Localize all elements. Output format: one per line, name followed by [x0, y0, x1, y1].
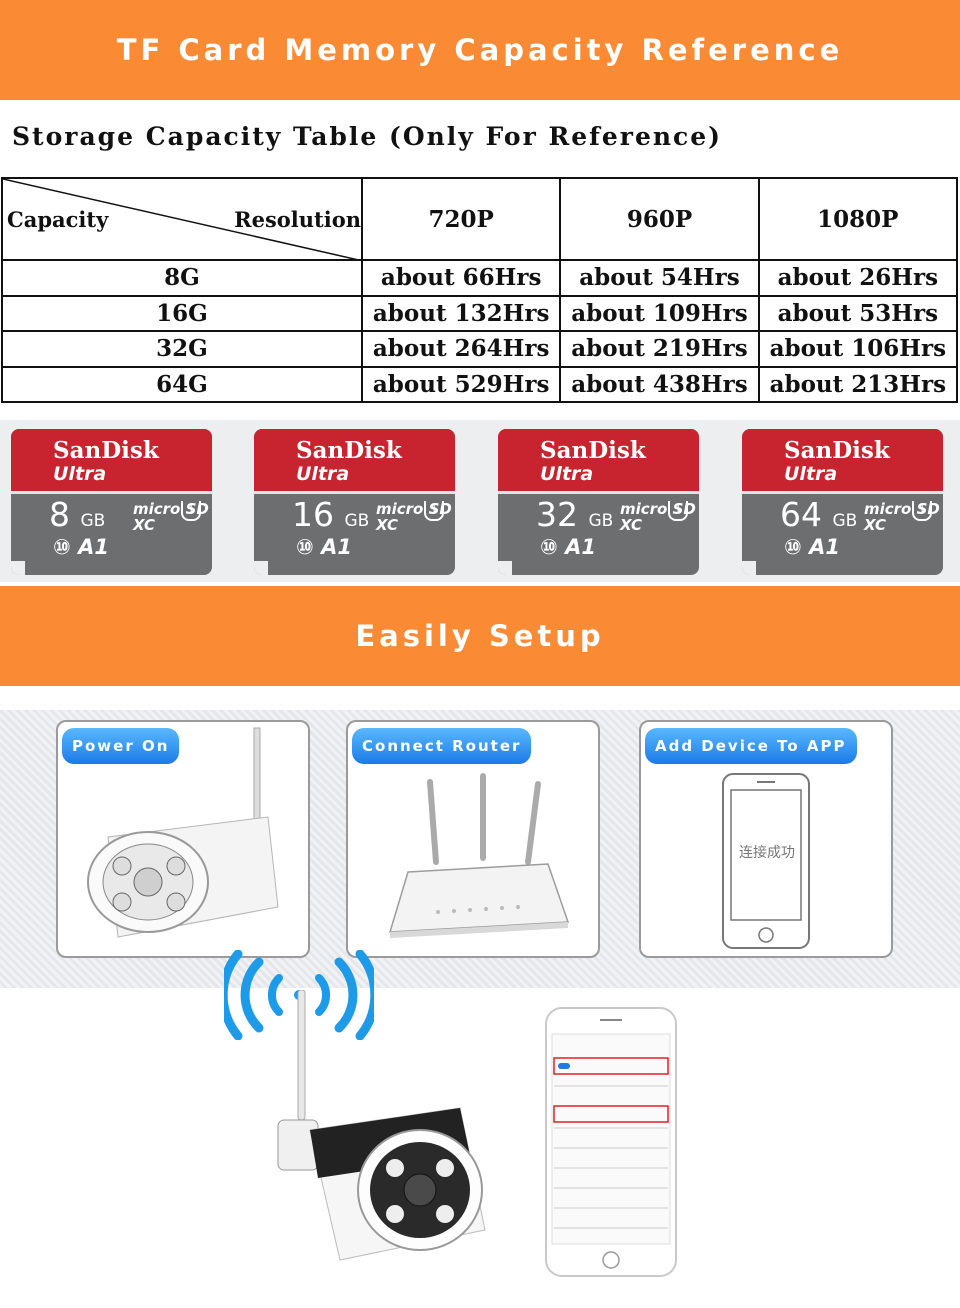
- card-line: Ultra: [53, 463, 107, 485]
- phone-icon: [722, 773, 810, 949]
- table-row: 16G about 132Hrs about 109Hrs about 53Hr…: [1, 294, 959, 332]
- step-label: Connect Router: [352, 728, 532, 764]
- hours-cell: about 66Hrs: [360, 259, 562, 297]
- hours-cell: about 219Hrs: [559, 330, 760, 368]
- capacity-cell: 16G: [1, 294, 363, 332]
- step-label: Add Device To APP: [645, 728, 857, 764]
- diagonal-line: [3, 179, 363, 261]
- card-unit: GB: [80, 511, 106, 531]
- setup-banner: Easily Setup: [0, 586, 960, 686]
- sd-card: SanDisk Ultra 16 GB micro SD XC 1 ⑩ A1: [254, 429, 455, 575]
- capacity-table: Capacity Resolution 720P 960P 1080P 8G a…: [1, 177, 959, 403]
- capacity-cell: 32G: [1, 330, 363, 368]
- card-size: 16: [292, 495, 334, 534]
- uhs-class-icon: 1: [668, 501, 688, 521]
- card-brand: SanDisk: [296, 437, 402, 464]
- hours-cell: about 213Hrs: [757, 365, 959, 403]
- uhs-class-icon: 1: [181, 501, 201, 521]
- card-line: Ultra: [784, 463, 838, 485]
- step-add-device: Add Device To APP 连接成功: [639, 720, 893, 958]
- wifi-signal-icon: [224, 950, 374, 1040]
- card-label-band: [254, 429, 455, 494]
- card-label-band: [11, 429, 212, 494]
- hours-cell: about 54Hrs: [559, 259, 760, 297]
- hours-cell: about 106Hrs: [757, 330, 959, 368]
- card-rating: ⑩ A1: [53, 535, 109, 559]
- card-rating-value: A1: [809, 535, 840, 559]
- card-rating: ⑩ A1: [296, 535, 352, 559]
- uhs-class-icon: 1: [424, 501, 444, 521]
- card-notch: [254, 561, 268, 575]
- card-rating-value: A1: [78, 535, 109, 559]
- column-header: 720P: [360, 177, 562, 261]
- step-power-on: Power On: [56, 720, 310, 958]
- hours-cell: about 26Hrs: [757, 259, 959, 297]
- sd-card: SanDisk Ultra 64 GB micro SD XC 1 ⑩ A1: [742, 429, 943, 575]
- card-brand: SanDisk: [53, 437, 159, 464]
- table-header-row: Capacity Resolution 720P 960P 1080P: [1, 177, 959, 261]
- uhs-class-icon: 1: [912, 501, 932, 521]
- corner-resolution-label: Resolution: [234, 207, 361, 232]
- sd-card: SanDisk Ultra 8 GB micro SD XC 1 ⑩ A1: [11, 429, 212, 575]
- card-label-band: [498, 429, 699, 494]
- microsd-logo: micro SD XC: [376, 500, 452, 534]
- column-header: 960P: [559, 177, 760, 261]
- smartphone-icon: [545, 1007, 677, 1277]
- card-unit: GB: [832, 511, 858, 531]
- hours-cell: about 529Hrs: [360, 365, 562, 403]
- card-size: 8: [49, 495, 70, 534]
- table-corner-cell: Capacity Resolution: [1, 177, 363, 261]
- card-label-band: [742, 429, 943, 494]
- card-rating: ⑩ A1: [784, 535, 840, 559]
- sd-card-strip: SanDisk Ultra 8 GB micro SD XC 1 ⑩ A1 Sa…: [0, 420, 960, 582]
- card-line: Ultra: [540, 463, 594, 485]
- hours-cell: about 53Hrs: [757, 294, 959, 332]
- card-unit: GB: [588, 511, 614, 531]
- card-line: Ultra: [296, 463, 350, 485]
- card-size: 32: [536, 495, 578, 534]
- card-rating: ⑩ A1: [540, 535, 596, 559]
- table-row: 8G about 66Hrs about 54Hrs about 26Hrs: [1, 259, 959, 297]
- sd-card: SanDisk Ultra 32 GB micro SD XC 1 ⑩ A1: [498, 429, 699, 575]
- table-row: 32G about 264Hrs about 219Hrs about 106H…: [1, 330, 959, 368]
- table-subtitle: Storage Capacity Table (Only For Referen…: [12, 122, 722, 151]
- microsd-logo: micro SD XC: [864, 500, 940, 534]
- corner-capacity-label: Capacity: [7, 207, 109, 232]
- card-capacity: 64 GB: [780, 495, 857, 534]
- column-header: 1080P: [757, 177, 959, 261]
- card-rating-value: A1: [565, 535, 596, 559]
- microsd-logo: micro SD XC: [620, 500, 696, 534]
- card-rating-value: A1: [321, 535, 352, 559]
- phone-screen-text: 连接成功: [739, 845, 795, 861]
- card-unit: GB: [344, 511, 370, 531]
- hours-cell: about 438Hrs: [559, 365, 760, 403]
- card-notch: [11, 561, 25, 575]
- step-label: Power On: [62, 728, 180, 764]
- router-icon: [388, 773, 570, 938]
- card-notch: [742, 561, 756, 575]
- capacity-cell: 8G: [1, 259, 363, 297]
- card-capacity: 32 GB: [536, 495, 613, 534]
- step-connect-router: Connect Router: [346, 720, 600, 958]
- card-notch: [498, 561, 512, 575]
- microsd-logo: micro SD XC: [133, 500, 209, 534]
- card-brand: SanDisk: [540, 437, 646, 464]
- hours-cell: about 264Hrs: [360, 330, 562, 368]
- card-capacity: 8 GB: [49, 495, 105, 534]
- bullet-camera-icon: [277, 990, 486, 1261]
- camera-icon: [87, 727, 279, 938]
- hours-cell: about 109Hrs: [559, 294, 760, 332]
- hours-cell: about 132Hrs: [360, 294, 562, 332]
- top-banner: TF Card Memory Capacity Reference: [0, 0, 960, 100]
- card-capacity: 16 GB: [292, 495, 369, 534]
- capacity-cell: 64G: [1, 365, 363, 403]
- card-brand: SanDisk: [784, 437, 890, 464]
- table-row: 64G about 529Hrs about 438Hrs about 213H…: [1, 365, 959, 403]
- card-size: 64: [780, 495, 822, 534]
